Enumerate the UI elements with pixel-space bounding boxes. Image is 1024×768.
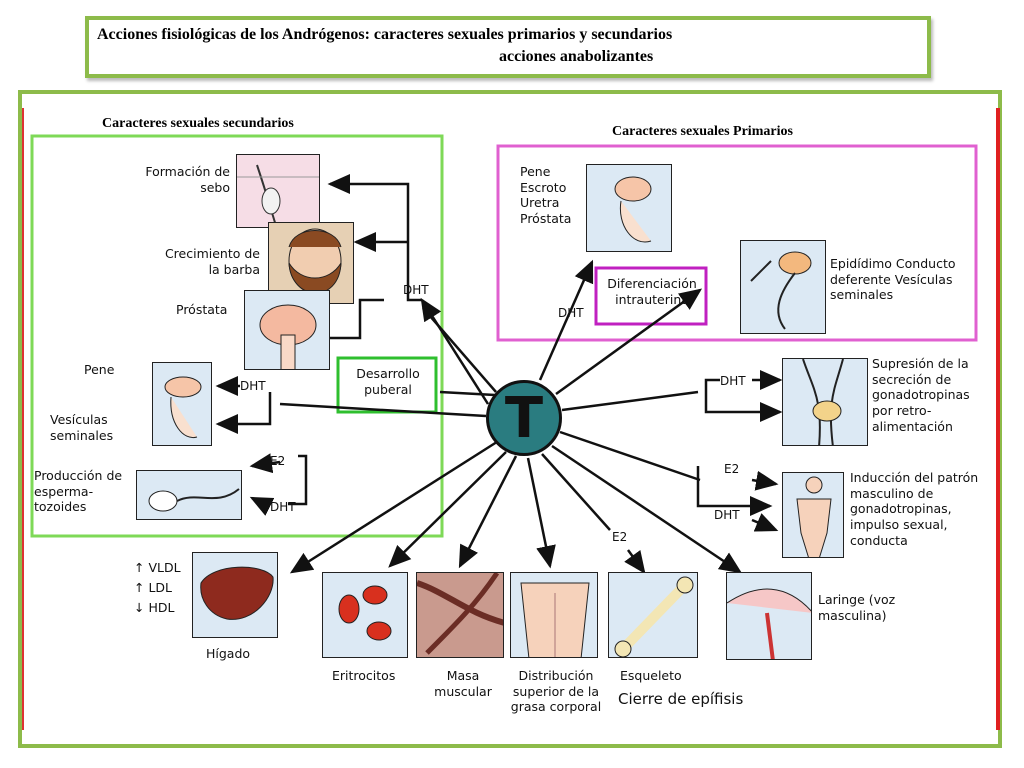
erythrocytes-image <box>322 572 408 658</box>
penis-secondary-image <box>152 362 212 446</box>
sebo-label: Formación de sebo <box>145 164 230 195</box>
arrow-lines <box>215 174 783 575</box>
primary-title: Caracteres sexuales Primarios <box>612 124 793 139</box>
epididymis-image <box>740 240 826 334</box>
epifisis-label: Cierre de epífisis <box>618 690 744 708</box>
higado-label: Hígado <box>206 646 251 661</box>
secondary-box <box>30 134 444 538</box>
pene-secondary-label: Pene <box>84 362 115 377</box>
esperma-label: Producción de esperma-tozoides <box>34 468 123 515</box>
supresion-label: Supresión de la secreción de gonadotropi… <box>872 356 970 434</box>
male-genitals-image <box>586 164 672 252</box>
desarrollo-box <box>336 356 438 414</box>
diferenciacion-label: Diferenciación intrauterina <box>607 276 697 307</box>
lipid-ldl: ↑ LDL <box>134 580 173 595</box>
outer-frame <box>18 90 1002 748</box>
eritrocitos-label: Eritrocitos <box>332 668 396 683</box>
barba-label: Crecimiento de la barba <box>164 246 260 277</box>
dht-label: DHT <box>403 283 429 297</box>
bone-image <box>608 572 698 658</box>
dht-label: DHT <box>714 508 740 522</box>
dht-label: DHT <box>240 379 266 393</box>
epididimo-label: Epidídimo Conducto deferente Vesículas s… <box>830 256 956 303</box>
torso-image <box>510 572 598 658</box>
lipid-vldl: ↑ VLDL <box>134 560 181 575</box>
lipid-hdl: ↓ HDL <box>134 600 175 615</box>
laringe-label: Laringe (voz masculina) <box>818 592 896 623</box>
grasa-label: Distribución superior de la grasa corpor… <box>510 668 602 715</box>
liver-image <box>192 552 278 638</box>
hub-label: T <box>504 386 544 451</box>
pene-primary-label: Pene Escroto Uretra Próstata <box>520 164 572 226</box>
primary-box <box>496 144 978 342</box>
desarrollo-label: Desarrollo puberal <box>356 366 420 397</box>
sebo-image <box>236 154 320 228</box>
e2-label: E2 <box>270 454 286 468</box>
dht-label: DHT <box>558 306 584 320</box>
prostate-image <box>244 290 330 370</box>
esqueleto-label: Esqueleto <box>620 668 682 683</box>
title-line1: Acciones fisiológicas de los Andrógenos:… <box>97 26 673 43</box>
male-body-image <box>782 472 844 558</box>
testosterone-hub: T <box>486 380 562 456</box>
secondary-title: Caracteres sexuales secundarios <box>102 116 294 131</box>
masa-label: Masa muscular <box>434 668 492 699</box>
sperm-image <box>136 470 242 520</box>
pituitary-image <box>782 358 868 446</box>
e2-label: E2 <box>612 530 628 544</box>
vesiculas-secondary-label: Vesículas seminales <box>50 412 114 443</box>
muscle-image <box>416 572 504 658</box>
induccion-label: Inducción del patrón masculino de gonado… <box>850 470 979 548</box>
title-line2: acciones anabolizantes <box>499 48 654 65</box>
dht-label: DHT <box>270 500 296 514</box>
title-box: Acciones fisiológicas de los Andrógenos:… <box>85 16 931 78</box>
e2-label: E2 <box>724 462 740 476</box>
larynx-image <box>726 572 812 660</box>
dht-label: DHT <box>720 374 746 388</box>
prostata-label: Próstata <box>176 302 228 317</box>
